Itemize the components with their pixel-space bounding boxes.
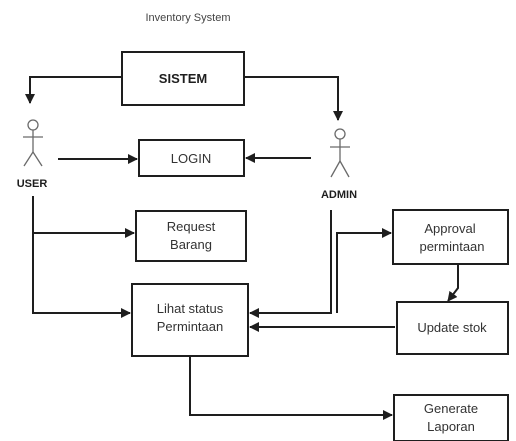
user-stick-figure-icon: [23, 119, 43, 167]
node-generate-laporan: Generate Laporan: [393, 394, 509, 441]
actor-user-label: USER: [17, 178, 48, 190]
admin-stick-figure-icon: [330, 128, 350, 178]
edge-lihat-status-to-generate-laporan: [189, 356, 393, 420]
edge-user-to-request-barang: [32, 196, 135, 238]
node-approval-permintaan: Approval permintaan: [392, 209, 509, 265]
edge-approval-to-update-stok: [447, 264, 459, 302]
edge-sistem-to-admin: [244, 76, 343, 121]
node-approval-line-2: permintaan: [419, 239, 484, 254]
node-request-barang-line-1: Request: [167, 219, 216, 234]
edge-admin-to-approval: [336, 228, 392, 313]
node-sistem: SISTEM: [121, 51, 245, 106]
edges: [25, 76, 459, 420]
node-sistem-label: SISTEM: [159, 71, 207, 86]
node-generate-laporan-line-1: Generate: [424, 401, 478, 416]
actor-user: USER: [17, 119, 48, 190]
node-generate-laporan-line-2: Laporan: [427, 419, 475, 434]
node-request-barang: Request Barang: [135, 210, 247, 262]
node-lihat-status-line-2: Permintaan: [157, 319, 223, 334]
actor-admin-label: ADMIN: [321, 189, 357, 201]
edge-admin-to-lihat-status: [249, 210, 332, 318]
node-login: LOGIN: [138, 139, 245, 177]
edge-user-to-lihat-status: [32, 233, 131, 318]
edge-sistem-to-user: [25, 76, 122, 104]
node-update-stok-label: Update stok: [417, 320, 487, 335]
node-login-label: LOGIN: [171, 151, 211, 166]
actor-admin: ADMIN: [321, 128, 357, 201]
node-request-barang-line-2: Barang: [170, 237, 212, 252]
node-approval-line-1: Approval: [424, 221, 475, 236]
node-lihat-status-line-1: Lihat status: [157, 301, 224, 316]
diagram-title: Inventory System: [146, 12, 231, 24]
node-lihat-status-permintaan: Lihat status Permintaan: [131, 283, 249, 357]
node-update-stok: Update stok: [396, 301, 509, 355]
